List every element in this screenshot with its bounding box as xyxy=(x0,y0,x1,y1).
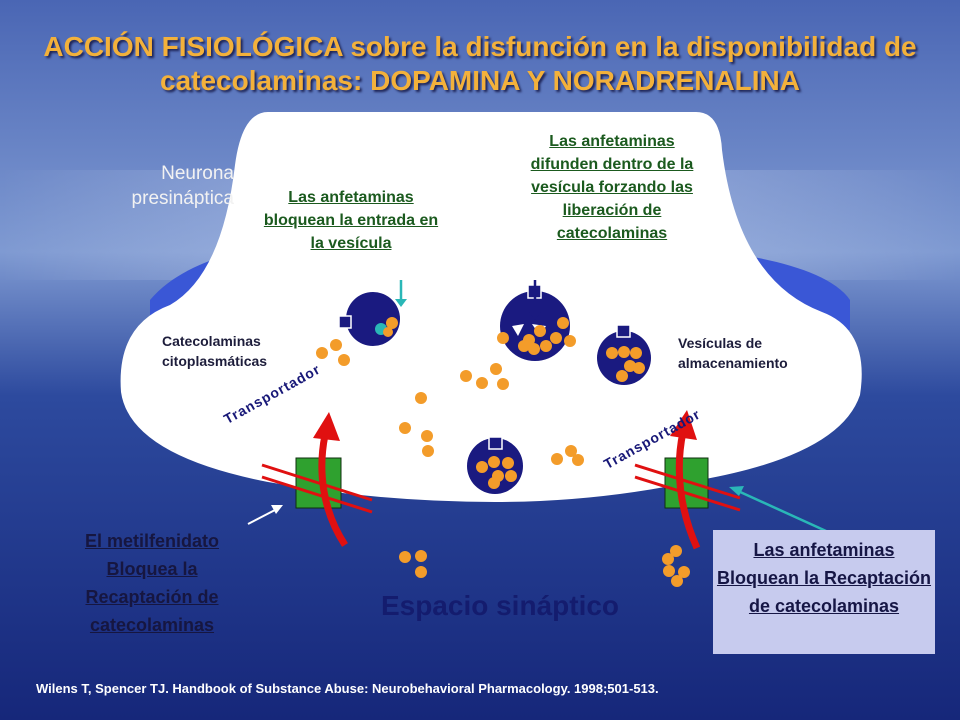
arrow-blue-2-head xyxy=(529,312,541,320)
arrow-cyan-1-head xyxy=(395,299,407,307)
molecule-synaptic xyxy=(678,566,690,578)
molecule-cyto xyxy=(330,339,342,351)
vesicle-1-transporter xyxy=(338,315,352,329)
molecule-v3 xyxy=(624,360,636,372)
molecule-cyto xyxy=(551,453,563,465)
molecule-v3 xyxy=(630,347,642,359)
pointer-arrow-methylphenidate-head xyxy=(271,505,283,514)
molecule-synaptic xyxy=(399,551,411,563)
molecule-v2 xyxy=(564,335,576,347)
molecule-v3 xyxy=(616,370,628,382)
diffuse-label: Las anfetaminas difunden dentro de la ve… xyxy=(530,133,694,242)
molecule-cyto xyxy=(572,454,584,466)
molecule-synaptic xyxy=(663,565,675,577)
molecule-v3 xyxy=(606,347,618,359)
methylphenidate-label: El metilfenidato Bloquea la Recaptación … xyxy=(84,531,219,635)
molecule-v1 xyxy=(383,327,393,337)
reuptake-arrow-right xyxy=(675,431,701,550)
transporter-right xyxy=(664,457,709,509)
transporter-right-block xyxy=(634,463,741,500)
molecule-v4 xyxy=(476,461,488,473)
molecule-cyto xyxy=(497,378,509,390)
molecule-cyto xyxy=(399,422,411,434)
pointer-arrow-amphetamines-head xyxy=(729,486,744,496)
slide-title: ACCIÓN FISIOLÓGICA sobre la disfunción e… xyxy=(43,31,917,96)
amphetamines-block-label: Las anfetaminas Bloquean la Recaptación … xyxy=(716,540,932,616)
molecule-synaptic xyxy=(415,566,427,578)
pointer-arrow-methylphenidate xyxy=(247,509,276,525)
molecule-v2 xyxy=(534,325,546,337)
molecule-v2 xyxy=(518,340,530,352)
molecule-synaptic xyxy=(670,545,682,557)
block-entry-label: Las anfetaminas bloquean la entrada en l… xyxy=(263,189,439,252)
molecule-synaptic xyxy=(662,553,674,565)
vesicle-3-transporter xyxy=(616,324,631,338)
cytoplasmic-label: Catecolaminas citoplasmáticas xyxy=(162,333,268,369)
molecule-v2 xyxy=(550,332,562,344)
molecule-cyto xyxy=(421,430,433,442)
molecule-v1 xyxy=(386,317,398,329)
synaptic-space-label: Espacio sináptico xyxy=(380,590,620,621)
amphetamines-block-box: Las anfetaminas Bloquean la Recaptación … xyxy=(713,530,935,654)
pointer-arrow-amphetamines xyxy=(737,489,827,533)
presynaptic-neuron xyxy=(120,112,862,502)
molecule-cyto xyxy=(497,332,509,344)
molecule-v2 xyxy=(557,317,569,329)
release-mark xyxy=(512,324,524,336)
molecule-v4 xyxy=(502,457,514,469)
molecule-cyto xyxy=(565,445,577,457)
vesicle-4-transporter xyxy=(488,436,503,450)
molecule-cyto xyxy=(338,354,350,366)
storage-vesicles-label: Vesículas de almacenamiento xyxy=(678,335,788,371)
transporter-right-block xyxy=(634,475,741,512)
citation: Wilens T, Spencer TJ. Handbook of Substa… xyxy=(36,681,659,696)
transporter-left-block xyxy=(261,475,373,514)
molecule-v2 xyxy=(528,343,540,355)
neuron-label: Neurona presináptica xyxy=(131,163,234,209)
molecule-v3 xyxy=(633,362,645,374)
molecule-v4 xyxy=(505,470,517,482)
molecule-synaptic xyxy=(415,550,427,562)
molecule-cyto xyxy=(415,392,427,404)
reuptake-arrow-right-head xyxy=(670,410,697,440)
molecule-v2 xyxy=(540,340,552,352)
molecule-cyto xyxy=(422,445,434,457)
reuptake-arrow-left xyxy=(318,434,348,547)
molecule-v3 xyxy=(618,346,630,358)
molecule-cyto xyxy=(460,370,472,382)
molecule-v4 xyxy=(488,456,500,468)
transporter-left-block xyxy=(261,463,373,502)
reuptake-arrow-left-head xyxy=(313,412,340,441)
molecule-cyto xyxy=(316,347,328,359)
molecule-v4 xyxy=(488,477,500,489)
molecule-cyto xyxy=(490,363,502,375)
molecule-cyto xyxy=(476,377,488,389)
molecule-synaptic xyxy=(671,575,683,587)
